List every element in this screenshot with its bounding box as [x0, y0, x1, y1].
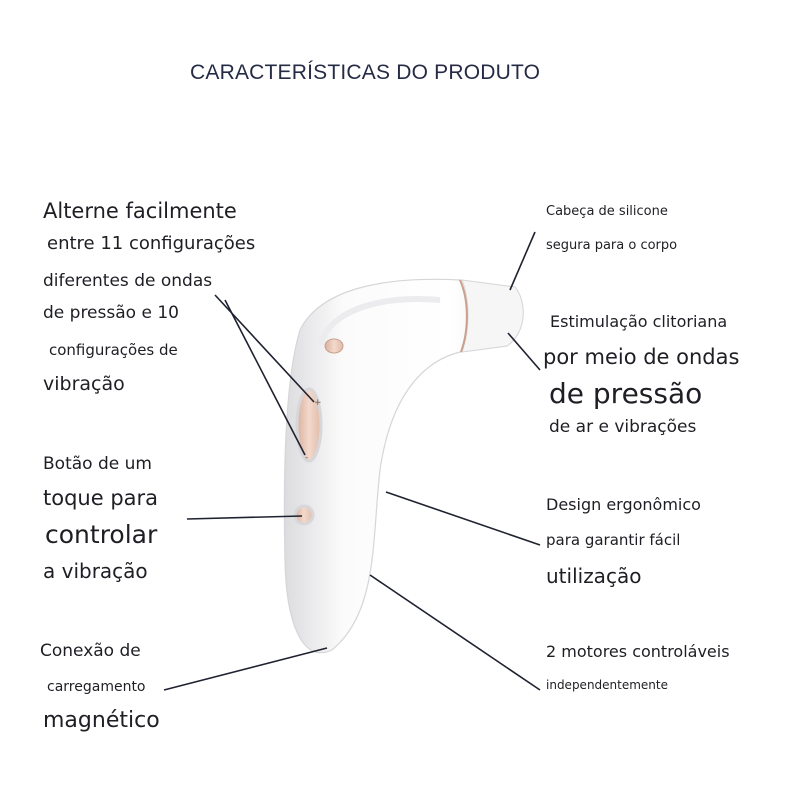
- feature-text: Botão de um: [43, 454, 152, 474]
- feature-text: magnético: [43, 708, 160, 733]
- feature-text: carregamento: [47, 679, 146, 695]
- feature-text: vibração: [43, 373, 125, 395]
- page-title: CARACTERÍSTICAS DO PRODUTO: [190, 61, 541, 84]
- callout-line: [186, 515, 303, 520]
- device-head: [461, 279, 524, 353]
- callout-line: [385, 491, 541, 546]
- feature-text: utilização: [546, 564, 642, 588]
- device-body: [283, 278, 524, 654]
- feature-text: controlar: [45, 520, 158, 549]
- feature-text: entre 11 configurações: [47, 233, 256, 254]
- callout-line: [163, 647, 328, 691]
- feature-text: Design ergonômico: [546, 495, 701, 514]
- feature-text: Estimulação clitoriana: [550, 312, 728, 331]
- head-ring: [459, 279, 468, 353]
- power-button: [324, 338, 344, 354]
- feature-text: configurações de: [49, 341, 178, 359]
- feature-text: segura para o corpo: [546, 238, 678, 253]
- callout-line: [507, 332, 541, 371]
- plus-icon: +: [314, 398, 322, 408]
- minus-icon: -: [305, 453, 308, 463]
- callout-lines: [163, 231, 541, 691]
- callout-line: [224, 299, 306, 456]
- callout-line: [369, 574, 541, 691]
- feature-text: toque para: [43, 486, 159, 510]
- feature-text: Conexão de: [40, 641, 141, 661]
- feature-text: de ar e vibrações: [549, 417, 697, 437]
- feature-text: para garantir fácil: [546, 531, 681, 549]
- feature-text: Cabeça de silicone: [546, 204, 668, 219]
- callout-line: [509, 231, 536, 291]
- feature-text: de pressão e 10: [43, 303, 179, 323]
- feature-text: por meio de ondas: [543, 345, 740, 369]
- control-pad: [295, 387, 323, 463]
- vibration-button: [293, 504, 315, 526]
- feature-text: diferentes de ondas: [43, 271, 213, 291]
- feature-text: a vibração: [43, 559, 148, 583]
- feature-text: 2 motores controláveis: [546, 642, 730, 661]
- feature-text: Alterne facilmente: [43, 199, 237, 223]
- feature-text: independentemente: [546, 678, 669, 692]
- feature-text: de pressão: [549, 377, 703, 410]
